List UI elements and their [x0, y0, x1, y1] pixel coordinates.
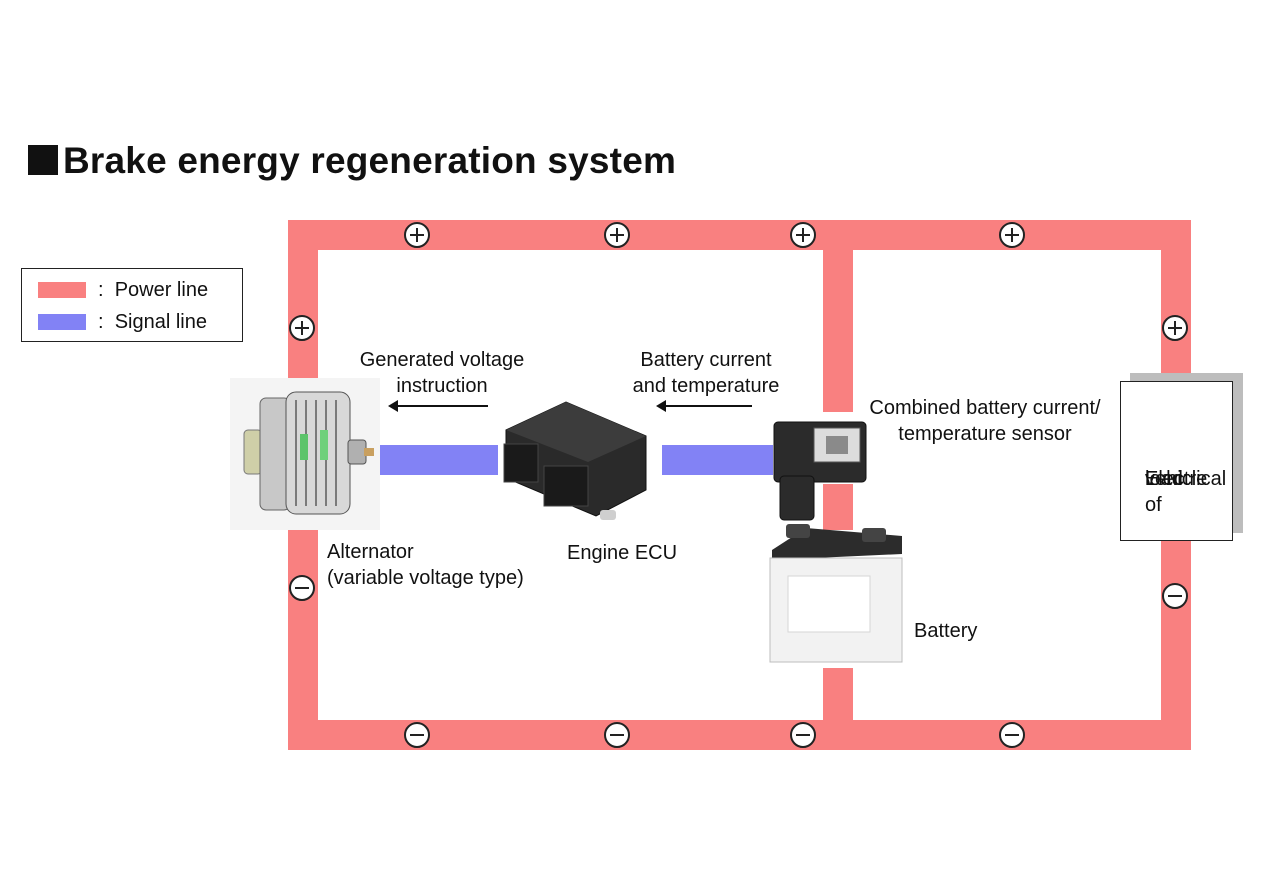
alternator-icon — [230, 378, 380, 530]
load-label-line-1: Electrical — [1145, 468, 1227, 490]
power-line-bottom — [288, 720, 1191, 750]
battery-current-line-1: Battery current — [640, 349, 772, 371]
alternator-label: Alternator (variable voltage type) — [327, 539, 524, 591]
power-line-mid-upper — [823, 220, 853, 412]
legend-signal: : Signal line — [38, 311, 207, 333]
plus-terminal-icon — [289, 315, 315, 341]
ecu-label: Engine ECU — [567, 542, 678, 564]
legend-power: : Power line — [38, 279, 209, 301]
page-title: Brake energy regeneration system — [28, 140, 676, 182]
title-text: Brake energy regeneration system — [63, 140, 677, 181]
legend-power-label: Power line — [114, 279, 209, 301]
power-line-top — [288, 220, 1191, 250]
legend-signal-separator: : — [98, 311, 104, 333]
title-square-icon — [28, 145, 58, 175]
sensor-icon — [773, 421, 867, 521]
load-label-line-3: vehicle — [1145, 468, 1208, 490]
plus-terminal-icon — [999, 222, 1025, 248]
minus-terminal-icon — [1162, 583, 1188, 609]
generated-voltage-line-2: instruction — [396, 375, 488, 397]
sensor-line-2: temperature sensor — [898, 423, 1072, 445]
battery-current-line-2: and temperature — [632, 375, 780, 397]
generated-voltage-arrow — [388, 400, 488, 412]
plus-terminal-icon — [404, 222, 430, 248]
minus-terminal-icon — [999, 722, 1025, 748]
power-line-left-lower — [288, 510, 318, 750]
power-line-mid-sensor — [823, 484, 853, 530]
battery-current-label: Battery current and temperature — [616, 347, 796, 399]
signal-line-ecu-sensor — [662, 445, 773, 475]
minus-terminal-icon — [604, 722, 630, 748]
legend-power-swatch — [38, 282, 86, 298]
alternator-line-2: (variable voltage type) — [327, 567, 524, 589]
legend-signal-swatch — [38, 314, 86, 330]
alternator-line-1: Alternator — [327, 541, 414, 563]
sensor-label: Combined battery current/temperature sen… — [856, 395, 1114, 447]
ecu-icon — [503, 401, 647, 520]
minus-terminal-icon — [289, 575, 315, 601]
legend: : Power line : Signal line — [21, 268, 243, 342]
power-line-right-lower — [1161, 540, 1191, 750]
power-line-mid-lower — [823, 668, 853, 750]
signal-line-alternator-ecu — [372, 445, 498, 475]
plus-terminal-icon — [604, 222, 630, 248]
battery-icon — [769, 524, 903, 663]
battery-current-arrow — [656, 400, 752, 412]
power-line-left-upper — [288, 220, 318, 390]
generated-voltage-line-1: Generated voltage — [359, 349, 525, 371]
generated-voltage-label: Generated voltage instruction — [346, 347, 538, 399]
sensor-line-1: Combined battery current/ — [869, 397, 1101, 419]
minus-terminal-icon — [790, 722, 816, 748]
load-label-line-2: load of — [1145, 468, 1183, 516]
legend-power-separator: : — [98, 279, 104, 301]
battery-label: Battery — [914, 620, 978, 642]
minus-terminal-icon — [404, 722, 430, 748]
legend-signal-label: Signal line — [114, 311, 207, 333]
plus-terminal-icon — [1162, 315, 1188, 341]
power-line-right-upper — [1161, 220, 1191, 385]
plus-terminal-icon — [790, 222, 816, 248]
